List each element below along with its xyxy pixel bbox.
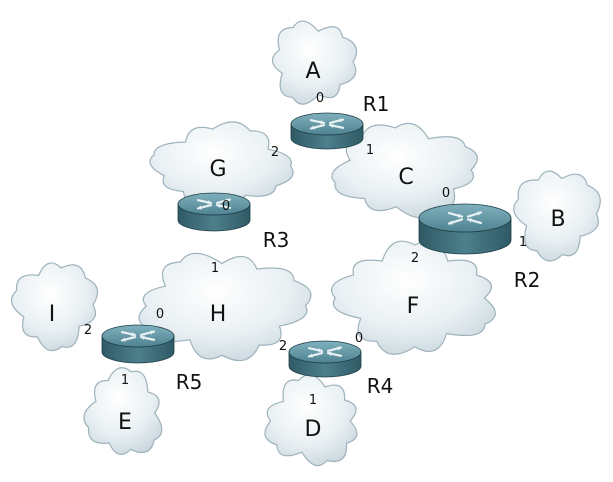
cloud-e [83,367,163,456]
router-r1 [290,112,364,150]
router-label-r1: R1 [363,92,390,116]
cloud-d [264,374,358,467]
router-arrows-icon [196,198,232,210]
network-label-B: B [550,207,565,232]
network-label-F: F [407,294,420,319]
cloud-i [10,262,99,352]
router-label-r3: R3 [263,228,290,252]
router-r5 [101,324,175,364]
network-label-C: C [398,165,413,190]
router-label-r5: R5 [176,370,203,394]
r1-port-1: 1 [366,143,374,158]
r1-port-0: 0 [316,91,324,106]
router-arrows-icon [120,330,156,342]
r5-port-1: 1 [121,373,129,388]
network-label-A: A [305,59,320,84]
network-label-E: E [118,410,132,435]
router-arrows-icon [447,211,483,225]
cloud-f [331,240,496,355]
router-arrows-icon [309,118,345,130]
r4-port-2: 2 [279,339,287,354]
router-label-r4: R4 [367,374,394,398]
clouds-layer [10,20,601,467]
r2-port-2: 2 [411,251,419,266]
cloud-h [138,252,312,362]
router-top [101,324,175,348]
router-r2 [418,203,512,255]
cloud-a [271,20,358,105]
r5-port-2: 2 [84,323,92,338]
router-top [288,340,362,364]
router-label-r2: R2 [514,268,541,292]
r4-port-1: 1 [309,393,317,408]
r2-port-0: 0 [442,186,450,201]
r2-port-1: 1 [519,235,527,250]
router-r4 [288,340,362,378]
r4-port-0: 0 [355,331,363,346]
router-top [290,112,364,136]
r1-port-2: 2 [271,145,279,160]
network-label-H: H [210,302,227,327]
cloud-g [149,121,294,211]
router-arrows-icon [307,346,343,358]
cloud-b [513,170,601,262]
r3-port-1: 1 [211,261,219,276]
router-top [177,192,251,216]
r3-port-0: 0 [222,199,230,214]
router-top [418,203,512,233]
network-label-I: I [49,302,56,327]
router-r3 [177,192,251,232]
network-label-G: G [209,157,226,182]
r5-port-0: 0 [156,307,164,322]
network-label-D: D [305,417,322,442]
